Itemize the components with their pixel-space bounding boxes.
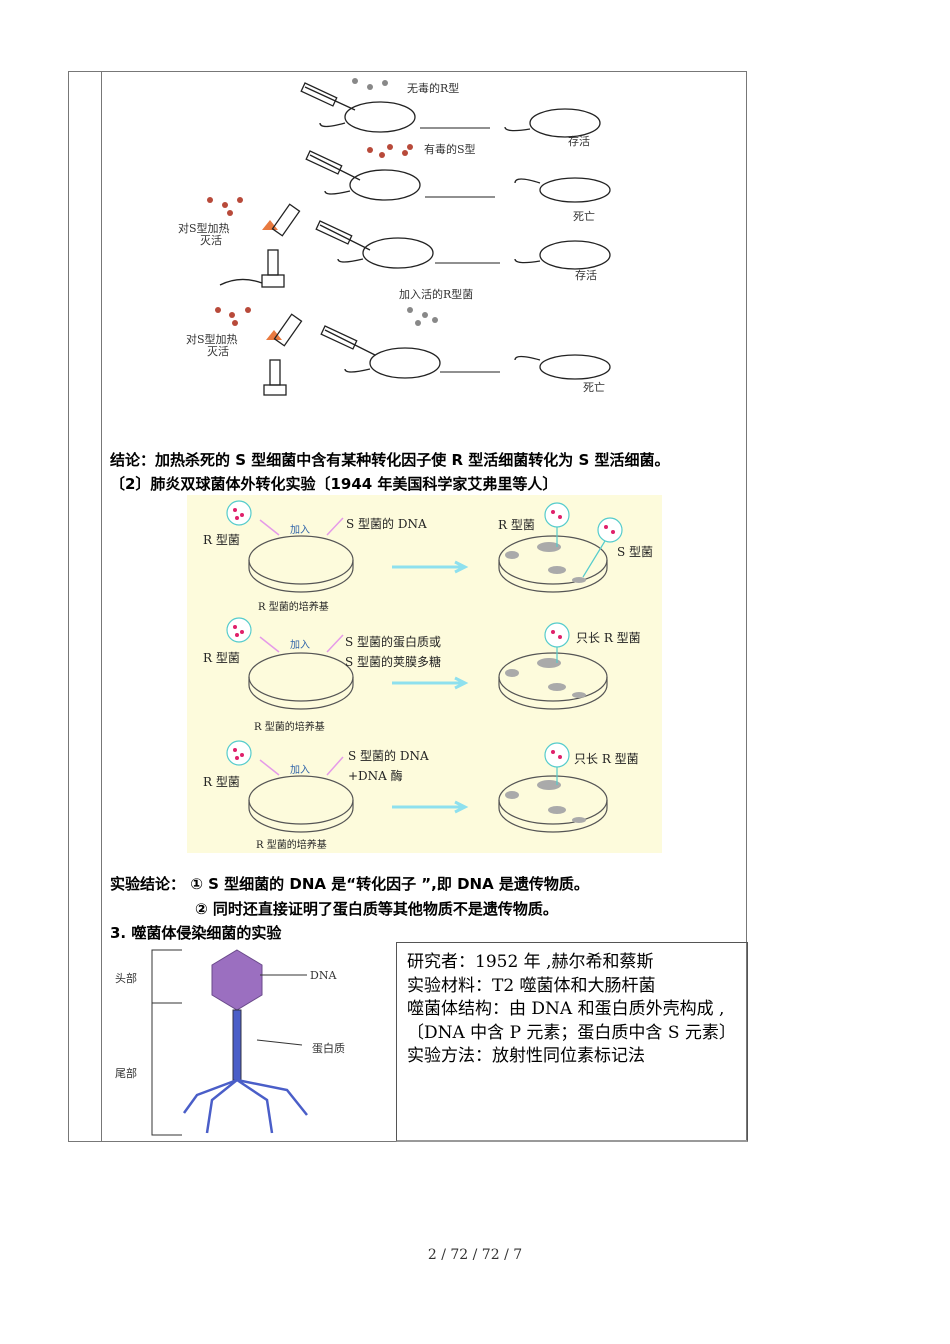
mouse-icon <box>344 347 441 379</box>
mouse-icon <box>514 240 611 270</box>
label-r-nontoxic: 无毒的R型 <box>407 82 460 95</box>
burner-icon <box>219 203 301 288</box>
phage-tail-fibers-icon <box>182 1078 308 1134</box>
label-inactivate: 灭活 <box>200 234 222 247</box>
label-heat-kill: 对S型加热 <box>186 333 238 346</box>
label-death: 死亡 <box>573 210 595 223</box>
result-arrows <box>392 560 469 814</box>
materials-text: 实验材料：T2 噬菌体和大肠杆菌 <box>407 975 656 996</box>
r-bacteria-dots <box>352 78 438 326</box>
phage-head-label: 头部 <box>115 972 137 985</box>
burner-icon <box>263 313 303 396</box>
label-survive: 存活 <box>568 135 590 148</box>
method-text: 实验方法：放射性同位素标记法 <box>407 1046 645 1066</box>
label-s-toxic: 有毒的S型 <box>424 143 476 156</box>
added-substance: +DNA 酶 <box>348 769 403 783</box>
medium-label: R 型菌的培养基 <box>256 840 327 851</box>
label-death: 死亡 <box>583 381 605 394</box>
experiment-conclusion: ② 同时还直接证明了蛋白质等其他物质不是遗传物质。 <box>195 900 558 918</box>
add-label: 加入 <box>290 525 310 536</box>
structure-text: 噬菌体结构：由 DNA 和蛋白质外壳构成 ,〔DNA 中含 P 元素；蛋白质中含… <box>407 999 736 1043</box>
phage-dna-label: DNA <box>310 969 337 982</box>
table-left-column-divider <box>101 71 102 1142</box>
label-inactivate: 灭活 <box>207 345 229 358</box>
add-label: 加入 <box>290 765 310 776</box>
phage-structure-figure <box>151 949 308 1136</box>
label-heat-kill: 对S型加热 <box>178 222 230 235</box>
medium-label: R 型菌的培养基 <box>254 722 325 733</box>
avery-experiment-figure <box>187 495 662 853</box>
phage-info-box: 研究者：1952 年 ,赫尔希和蔡斯 实验材料：T2 噬菌体和大肠杆菌 噬菌体结… <box>396 942 748 1142</box>
phage-head-icon <box>211 949 263 1011</box>
result-label: R 型菌 <box>498 518 535 532</box>
section-heading: 3. 噬菌体侵染细菌的实验 <box>110 924 282 942</box>
syringe-icon <box>320 325 376 356</box>
experiment-conclusion: 实验结论： ① S 型细菌的 DNA 是“转化因子 ”,即 DNA 是遗传物质。 <box>110 875 589 893</box>
syringe-icon <box>315 220 371 251</box>
add-label: 加入 <box>290 640 310 651</box>
added-substance: S 型菌的蛋白质或 <box>345 635 442 649</box>
petri-dish-icon <box>498 535 608 593</box>
mouse-icon <box>319 101 416 133</box>
added-substance: S 型菌的 DNA <box>346 517 427 531</box>
griffith-experiment-figure <box>207 78 611 396</box>
mouse-icon <box>324 169 421 201</box>
result-label: S 型菌 <box>617 545 654 559</box>
petri-dish-icon <box>248 775 354 833</box>
phage-protein-label: 蛋白质 <box>312 1042 345 1055</box>
mouse-icon <box>504 108 601 138</box>
added-substance: S 型菌的 DNA <box>348 749 429 763</box>
phage-tail-label: 尾部 <box>115 1067 137 1080</box>
add-arrows <box>259 517 344 776</box>
petri-dish-icon <box>498 652 608 710</box>
colonies <box>505 542 586 823</box>
r-bacteria-label: R 型菌 <box>203 533 240 547</box>
mouse-icon <box>337 237 434 269</box>
label-add-live-r: 加入活的R型菌 <box>399 288 474 301</box>
dead-mouse-icon <box>514 354 611 380</box>
syringe-icon <box>300 82 356 111</box>
medium-label: R 型菌的培养基 <box>258 602 329 613</box>
result-label: 只长 R 型菌 <box>576 631 641 645</box>
petri-dish-icon <box>498 775 608 833</box>
s-bacteria-dots <box>207 144 413 326</box>
r-bacteria-label: R 型菌 <box>203 775 240 789</box>
added-substance: S 型菌的荚膜多糖 <box>345 655 442 669</box>
dead-mouse-icon <box>514 177 611 203</box>
result-label: 只长 R 型菌 <box>574 752 639 766</box>
petri-dish-icon <box>248 535 354 593</box>
r-bacteria-label: R 型菌 <box>203 651 240 665</box>
researcher-text: 研究者：1952 年 ,赫尔希和蔡斯 <box>407 952 654 972</box>
conclusion-text: 结论：加热杀死的 S 型细菌中含有某种转化因子使 R 型活细菌转化为 S 型活细… <box>110 451 670 469</box>
label-survive: 存活 <box>575 269 597 282</box>
syringe-icon <box>305 150 361 181</box>
bacteria-bubble-icon <box>226 500 623 785</box>
petri-dish-icon <box>248 652 354 710</box>
page-footer: 2 / 72 / 72 / 7 <box>427 1247 523 1263</box>
section-heading: 〔2〕肺炎双球菌体外转化实验〔1944 年美国科学家艾弗里等人〕 <box>110 475 558 493</box>
